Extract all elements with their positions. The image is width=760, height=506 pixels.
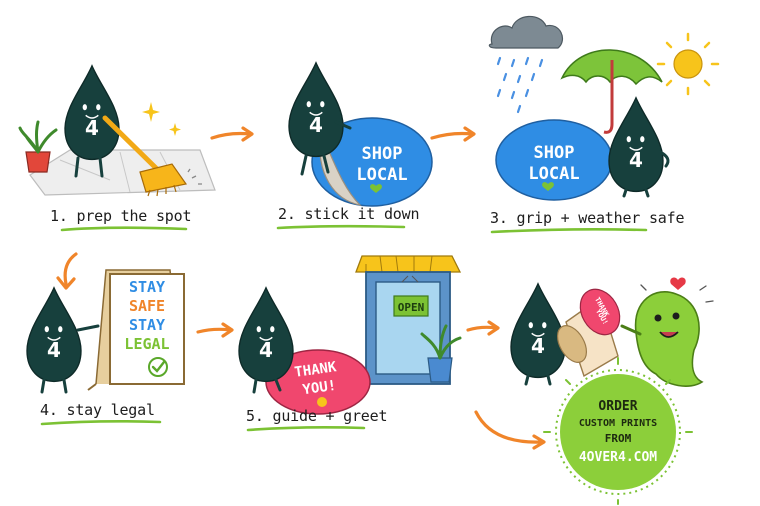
svg-text:FROM: FROM xyxy=(605,432,632,445)
arrow-4-to-5 xyxy=(196,322,234,338)
a-frame-sign: STAY SAFE STAY LEGAL xyxy=(87,269,185,391)
arrow-to-cta xyxy=(474,410,546,450)
svg-text:STAY: STAY xyxy=(129,278,165,296)
svg-text:4: 4 xyxy=(531,334,545,358)
sparkle-icon xyxy=(142,102,181,136)
svg-text:4: 4 xyxy=(259,338,273,362)
mascot-drop-step-2: 4 xyxy=(288,62,352,176)
svg-text:LOCAL: LOCAL xyxy=(528,164,579,184)
green-customer-monster xyxy=(620,291,704,387)
caption-underlines xyxy=(40,224,648,432)
svg-text:SAFE: SAFE xyxy=(129,297,165,315)
step-2-caption: 2. stick it down xyxy=(278,205,420,223)
mascot-drop-step-6: 4 xyxy=(510,283,566,386)
umbrella-icon xyxy=(560,49,663,134)
rain-cloud-icon xyxy=(488,15,563,114)
mascot-drop-step-4: 4 xyxy=(26,287,100,394)
step-4-scene: STAY SAFE STAY LEGAL 4 xyxy=(26,252,185,394)
svg-text:ORDER: ORDER xyxy=(598,399,637,414)
sun-icon xyxy=(656,32,720,96)
checkmark-icon xyxy=(148,357,168,377)
potted-plant-icon xyxy=(18,120,58,173)
svg-text:YOU!: YOU! xyxy=(302,378,338,399)
step-5-scene: OPEN THANK YOU! 4 xyxy=(238,255,462,415)
svg-text:SHOP: SHOP xyxy=(362,144,403,164)
arrow-5-to-6 xyxy=(466,320,500,336)
svg-text:OPEN: OPEN xyxy=(398,301,425,314)
potted-plant-icon-2 xyxy=(420,324,462,383)
decal-roll: THANK YOU! xyxy=(556,288,621,378)
svg-text:THANK: THANK xyxy=(293,359,338,381)
svg-text:CUSTOM PRINTS: CUSTOM PRINTS xyxy=(579,418,657,429)
open-sign: OPEN xyxy=(393,295,429,317)
step-6-scene: 4 THANK YOU! xyxy=(510,277,714,387)
step-1-caption: 1. prep the spot xyxy=(50,207,192,225)
svg-text:4: 4 xyxy=(47,338,61,362)
cta-badge: ORDER CUSTOM PRINTS FROM 4OVER4.COM xyxy=(543,357,693,505)
heart-icon xyxy=(670,277,686,290)
step-3-caption: 3. grip + weather safe xyxy=(490,209,685,227)
svg-text:STAY: STAY xyxy=(129,316,165,334)
step-4-caption: 4. stay legal xyxy=(40,401,155,419)
svg-text:4: 4 xyxy=(85,116,99,140)
svg-text:4OVER4.COM: 4OVER4.COM xyxy=(579,450,657,465)
broom-icon xyxy=(102,115,188,197)
mascot-drop-step-1: 4 xyxy=(64,65,120,178)
svg-text:4: 4 xyxy=(309,113,323,137)
svg-text:4: 4 xyxy=(629,148,643,172)
arrow-1-to-2 xyxy=(210,126,254,142)
svg-text:SHOP: SHOP xyxy=(534,143,575,163)
mascot-drop-step-3: 4 xyxy=(608,97,670,198)
arrow-2-to-3 xyxy=(430,126,476,142)
step-1-scene: 4 xyxy=(18,65,216,197)
decal-thank-you: THANK YOU! xyxy=(265,349,371,415)
step-5-caption: 5. guide + greet xyxy=(246,407,388,425)
mascot-drop-step-5: 4 xyxy=(238,287,294,394)
arrow-down-to-4 xyxy=(56,252,78,290)
step-3-scene: SHOP LOCAL 4 xyxy=(488,15,720,201)
svg-text:LOCAL: LOCAL xyxy=(356,165,407,185)
decal-shop-local-3: SHOP LOCAL xyxy=(495,119,613,201)
step-2-scene: SHOP LOCAL 4 xyxy=(288,62,433,207)
svg-text:LEGAL: LEGAL xyxy=(124,335,169,353)
